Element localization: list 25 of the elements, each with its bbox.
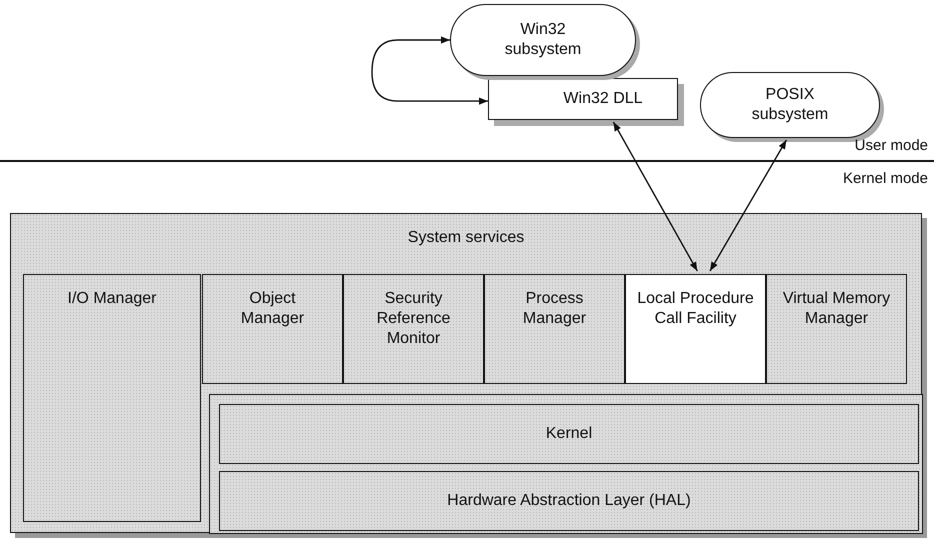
- node-label: Win32 subsystem: [504, 20, 582, 60]
- node-label: I/O Manager: [68, 289, 156, 309]
- node-label: Kernel: [546, 424, 592, 444]
- arrow: [371, 36, 488, 105]
- arrow: [709, 140, 787, 272]
- node-label: Hardware Abstraction Layer (HAL): [447, 491, 691, 511]
- component-box: [202, 274, 343, 384]
- arrow: [612, 122, 698, 272]
- node-label: Local Procedure Call Facility: [636, 289, 755, 329]
- component-box: [343, 274, 484, 384]
- component-box: [219, 471, 919, 531]
- component-box: [23, 274, 201, 522]
- component-box: [766, 274, 907, 384]
- node-label: Object Manager: [240, 289, 306, 329]
- node-label: Process Manager: [522, 289, 588, 329]
- mode-label: User mode: [854, 137, 928, 154]
- node-label: POSIX subsystem: [750, 85, 830, 125]
- node-label: System services: [408, 228, 524, 248]
- node-label: Win32 DLL: [563, 89, 643, 109]
- node-label: Virtual Memory Manager: [782, 289, 892, 329]
- component-box: [625, 274, 766, 384]
- component-box: [484, 274, 625, 384]
- component-box: [219, 404, 919, 464]
- node-label: Security Reference Monitor: [376, 289, 452, 349]
- mode-label: Kernel mode: [842, 170, 928, 187]
